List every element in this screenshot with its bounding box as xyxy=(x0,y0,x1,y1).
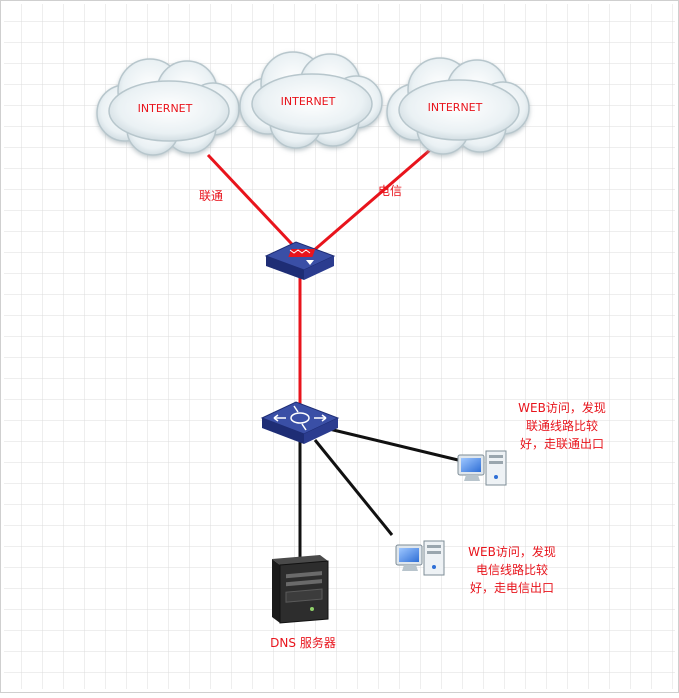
switch-client2-link xyxy=(313,439,394,536)
client1-annotation: WEB访问，发现 联通线路比较 好，走联通出口 xyxy=(518,400,606,451)
client2-note-line: 电信线路比较 xyxy=(476,562,548,577)
connections xyxy=(206,148,459,560)
client1-note-line: 好，走联通出口 xyxy=(520,437,604,451)
cloud-label: INTERNET xyxy=(138,102,193,115)
cloud-label: INTERNET xyxy=(428,101,483,114)
client-pc-1-icon xyxy=(457,450,507,486)
client2-annotation: WEB访问，发现 电信线路比较 好，走电信出口 xyxy=(468,544,556,595)
telecom-link-label: 电信 xyxy=(378,184,402,198)
client2-note-line: WEB访问，发现 xyxy=(468,544,556,559)
internet-cloud-3: INTERNET xyxy=(386,57,530,155)
internet-cloud-1: INTERNET xyxy=(96,58,240,156)
dns-server-label: DNS 服务器 xyxy=(270,635,336,650)
unicom-link-label: 联通 xyxy=(199,189,223,203)
client2-note-line: 好，走电信出口 xyxy=(470,581,554,595)
unicom-link xyxy=(206,153,307,260)
cloud-label: INTERNET xyxy=(281,95,336,108)
dns-server-icon xyxy=(272,555,329,624)
switch-icon xyxy=(260,401,340,444)
client1-note-line: WEB访问，发现 xyxy=(518,400,606,415)
client-pc-2-icon xyxy=(395,540,445,576)
router-icon xyxy=(264,241,336,280)
telecom-link xyxy=(304,148,431,260)
switch-client1-link xyxy=(324,426,459,462)
internet-cloud-2: INTERNET xyxy=(239,51,383,149)
client1-note-line: 联通线路比较 xyxy=(526,418,598,433)
